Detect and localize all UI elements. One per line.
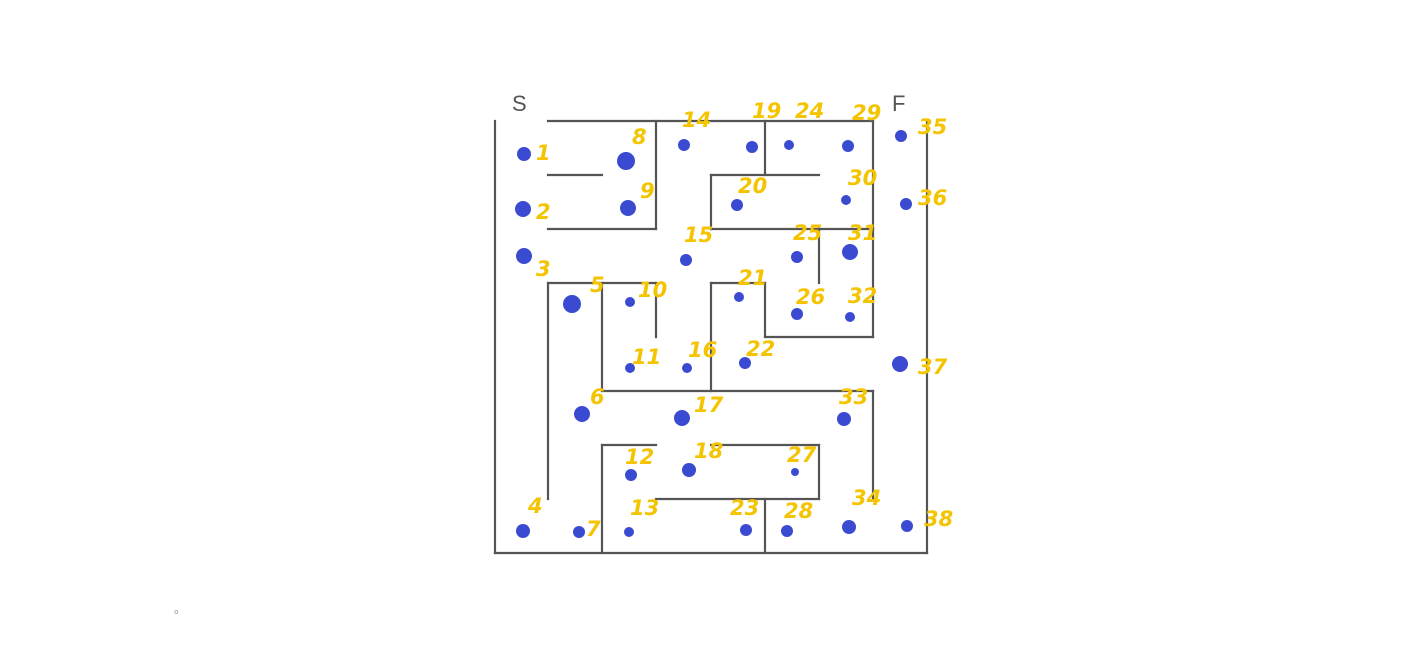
node-label-14: 14 <box>682 108 711 132</box>
node-marker-22 <box>739 357 751 369</box>
node-marker-18 <box>682 463 696 477</box>
node-marker-24 <box>784 140 794 150</box>
node-marker-32 <box>845 312 855 322</box>
node-label-7: 7 <box>586 517 601 541</box>
node-label-29: 29 <box>852 101 881 125</box>
node-marker-28 <box>781 525 793 537</box>
node-marker-38 <box>901 520 913 532</box>
node-label-36: 36 <box>918 186 947 210</box>
node-marker-35 <box>895 130 907 142</box>
node-marker-34 <box>842 520 856 534</box>
node-marker-16 <box>682 363 692 373</box>
node-label-32: 32 <box>848 284 877 308</box>
node-label-17: 17 <box>694 393 724 417</box>
node-label-9: 9 <box>640 179 655 203</box>
node-label-20: 20 <box>738 174 767 198</box>
maze-walls <box>493 119 929 555</box>
node-marker-3 <box>516 248 532 264</box>
node-marker-21 <box>734 292 744 302</box>
node-marker-13 <box>624 527 634 537</box>
node-label-6: 6 <box>590 385 605 409</box>
node-marker-26 <box>791 308 803 320</box>
node-label-18: 18 <box>694 439 723 463</box>
node-label-26: 26 <box>796 285 825 309</box>
node-label-28: 28 <box>784 499 813 523</box>
node-label-22: 22 <box>746 337 775 361</box>
node-label-24: 24 <box>795 99 824 123</box>
node-label-19: 19 <box>752 99 781 123</box>
node-marker-33 <box>837 412 851 426</box>
node-marker-36 <box>900 198 912 210</box>
node-label-30: 30 <box>848 166 877 190</box>
node-marker-5 <box>563 295 581 313</box>
node-markers <box>515 130 913 538</box>
node-marker-12 <box>625 469 637 481</box>
node-label-34: 34 <box>852 486 881 510</box>
node-label-33: 33 <box>839 385 868 409</box>
node-label-12: 12 <box>625 445 654 469</box>
node-marker-1 <box>517 147 531 161</box>
node-marker-30 <box>841 195 851 205</box>
node-label-1: 1 <box>536 141 551 165</box>
node-label-15: 15 <box>684 223 713 247</box>
node-marker-2 <box>515 201 531 217</box>
node-label-23: 23 <box>730 496 759 520</box>
node-marker-11 <box>625 363 635 373</box>
node-label-27: 27 <box>787 443 817 467</box>
node-marker-6 <box>574 406 590 422</box>
node-marker-31 <box>842 244 858 260</box>
node-label-11: 11 <box>632 345 661 369</box>
node-marker-37 <box>892 356 908 372</box>
node-labels: 1234567891011121314151617181920212223242… <box>527 99 953 541</box>
node-marker-4 <box>516 524 530 538</box>
node-marker-23 <box>740 524 752 536</box>
node-marker-25 <box>791 251 803 263</box>
node-label-38: 38 <box>924 507 953 531</box>
node-label-35: 35 <box>918 115 947 139</box>
node-label-3: 3 <box>536 257 551 281</box>
node-label-13: 13 <box>630 496 659 520</box>
node-label-25: 25 <box>793 221 822 245</box>
node-label-37: 37 <box>918 355 948 379</box>
node-label-4: 4 <box>527 494 543 518</box>
node-marker-10 <box>625 297 635 307</box>
node-label-16: 16 <box>688 338 717 362</box>
node-label-21: 21 <box>738 266 767 290</box>
node-marker-27 <box>791 468 799 476</box>
node-label-2: 2 <box>536 200 551 224</box>
node-marker-7 <box>573 526 585 538</box>
node-marker-17 <box>674 410 690 426</box>
footnote: 。 <box>174 602 187 616</box>
node-marker-9 <box>620 200 636 216</box>
node-marker-20 <box>731 199 743 211</box>
node-marker-14 <box>678 139 690 151</box>
node-label-10: 10 <box>638 278 667 302</box>
node-marker-8 <box>617 152 635 170</box>
finish-label: F <box>892 91 905 116</box>
node-marker-29 <box>842 140 854 152</box>
node-label-5: 5 <box>590 273 605 297</box>
start-label: S <box>512 91 527 116</box>
node-marker-15 <box>680 254 692 266</box>
node-marker-19 <box>746 141 758 153</box>
node-label-8: 8 <box>632 125 647 149</box>
node-label-31: 31 <box>848 221 877 245</box>
